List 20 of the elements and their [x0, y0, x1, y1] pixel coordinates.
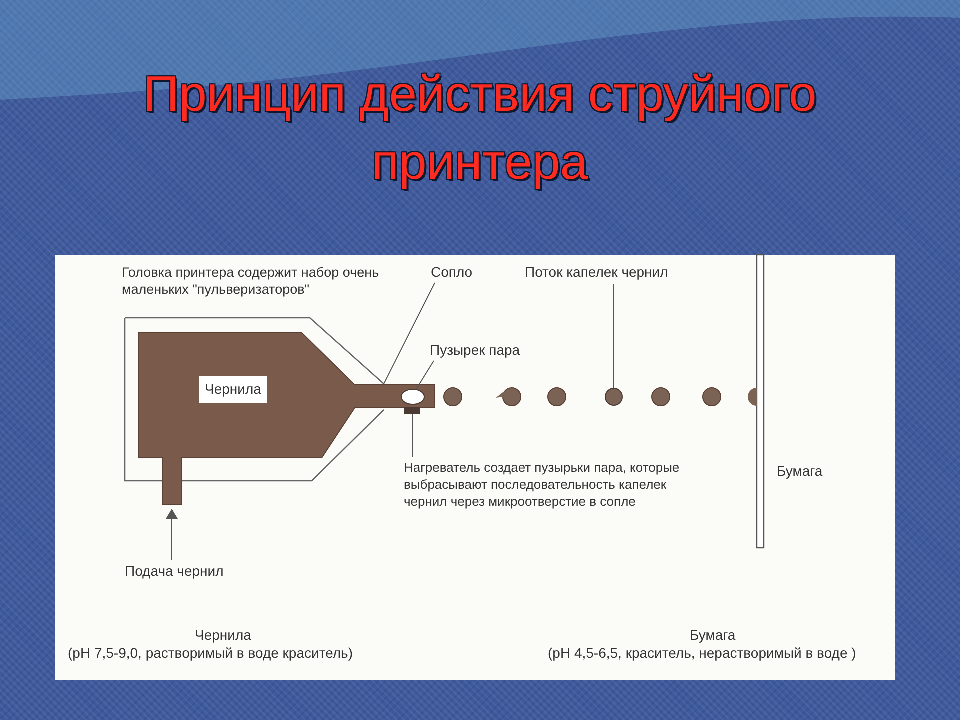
vapor-bubble: [401, 389, 425, 405]
paper-properties: (pH 4,5-6,5, краситель, нерастворимый в воде ): [548, 645, 856, 662]
ink-properties: (pH 7,5-9,0, растворимый в воде краситель): [68, 645, 354, 662]
slide-title: Принцип действия струйного принтера: [142, 65, 818, 192]
callout-text: Нагреватель создает пузырьки пара, которые выбрасывают последовательность капелек чернил через микроотверстие в сопле: [404, 459, 681, 510]
callout-text: Пузырек пара: [430, 342, 520, 359]
heading-note: Головка принтера содержит набор очень маленьких "пульверизаторов": [122, 264, 380, 298]
callout-text: Подача чернил: [125, 563, 224, 580]
leader-line: [412, 414, 413, 458]
ink-heading: Чернила: [195, 627, 252, 644]
leader-line: [382, 282, 436, 386]
droplet: [605, 388, 623, 406]
arrow: [166, 509, 178, 560]
paper-heading: Бумага: [690, 627, 736, 644]
callout-text: Сопло: [431, 264, 473, 281]
paper-label: Бумага: [777, 463, 823, 480]
leader-line: [416, 360, 434, 390]
callout-text: Поток капелек чернил: [525, 264, 668, 281]
heater-element: [405, 408, 420, 414]
ink-label: Чернила: [199, 376, 268, 403]
